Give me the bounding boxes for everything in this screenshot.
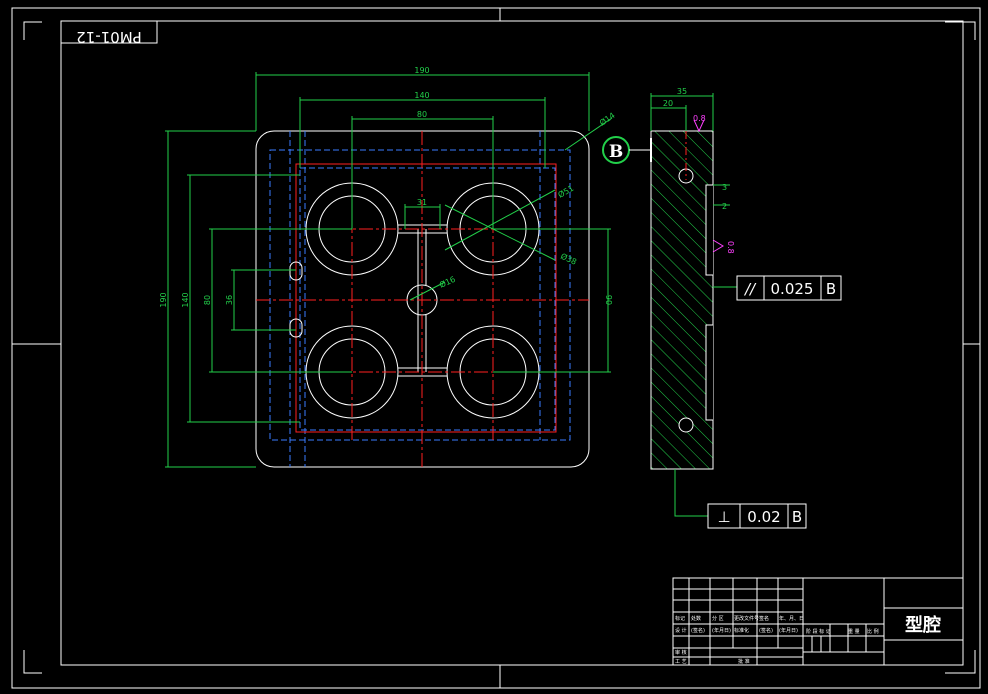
tb-stage-0: 阶 段 标 记: [806, 628, 831, 635]
drawing-number-box: PM01-12: [60, 20, 158, 46]
dimension-lines: [165, 72, 613, 468]
tb-row2-5: (年月日): [779, 627, 798, 634]
dim-height-190: 190: [159, 292, 168, 307]
dim-width-190: 190: [414, 66, 429, 75]
dim-width-31: 31: [417, 198, 427, 207]
dim-height-140: 140: [181, 292, 190, 307]
cavity-boundary: [295, 163, 557, 433]
section-body: [650, 130, 714, 470]
tb-row4-1: 批 准: [738, 658, 750, 665]
perpendicularity-value: 0.02: [747, 508, 780, 526]
dim-height-80: 80: [203, 295, 212, 305]
tb-row3-0: 审 核: [675, 649, 687, 656]
perpendicularity-datum: B: [792, 508, 802, 526]
drawing-border: [11, 7, 981, 689]
dim-width-80: 80: [417, 110, 427, 119]
sec-dim-3: 3: [722, 183, 727, 192]
parallelism-value: 0.025: [771, 280, 814, 298]
sec-dim-20: 20: [663, 99, 673, 108]
perpendicularity-symbol: ⊥: [717, 508, 730, 526]
sec-dim-35: 35: [677, 87, 687, 96]
datum-label: B: [609, 142, 623, 162]
tb-row2-2: (年月日): [712, 627, 731, 634]
roughness-top: 0.8: [693, 114, 706, 123]
datum-b: B: [602, 136, 652, 164]
parallelism-datum: B: [826, 280, 836, 298]
plan-view: 190 140 80 31 190 140 80 36 90 Ø14 Ø51 Ø…: [159, 66, 617, 468]
dim-height-36: 36: [225, 295, 234, 305]
tb-stage-2: 比 例: [867, 628, 879, 635]
tb-header-4: 签名: [759, 615, 769, 622]
hidden-lines: [269, 131, 571, 467]
tb-row4-0: 工 艺: [675, 659, 687, 665]
sec-dim-2: 2: [722, 202, 727, 211]
tb-row2-4: (签名): [759, 627, 773, 634]
tb-stage-1: 重 量: [848, 628, 860, 635]
tb-row2-0: 设 计: [675, 627, 687, 634]
tb-header-3: 更改文件号: [734, 615, 759, 622]
drawing-number: PM01-12: [76, 28, 142, 46]
tb-row2-1: (签名): [691, 627, 705, 634]
parallelism-symbol: //: [743, 280, 757, 298]
title-block: 标记 处数 分 区 更改文件号 签名 年、月、日 设 计 (签名) (年月日) …: [672, 577, 964, 666]
tb-header-1: 处数: [691, 615, 701, 622]
perpendicularity-frame: ⊥ 0.02 B: [674, 469, 807, 529]
parallelism-frame: // 0.025 B: [713, 275, 842, 301]
tb-header-5: 年、月、日: [779, 615, 804, 622]
tb-header-0: 标记: [675, 615, 685, 622]
roughness-side: 0.8: [726, 241, 735, 254]
part-name: 型腔: [905, 614, 941, 636]
tb-row2-3: 标准化: [734, 627, 749, 634]
dim-width-140: 140: [414, 91, 429, 100]
section-view: B 35 20 3 2 0.8 0.8: [602, 87, 842, 529]
tb-header-2: 分 区: [712, 615, 724, 622]
dim-height-90: 90: [604, 295, 613, 305]
